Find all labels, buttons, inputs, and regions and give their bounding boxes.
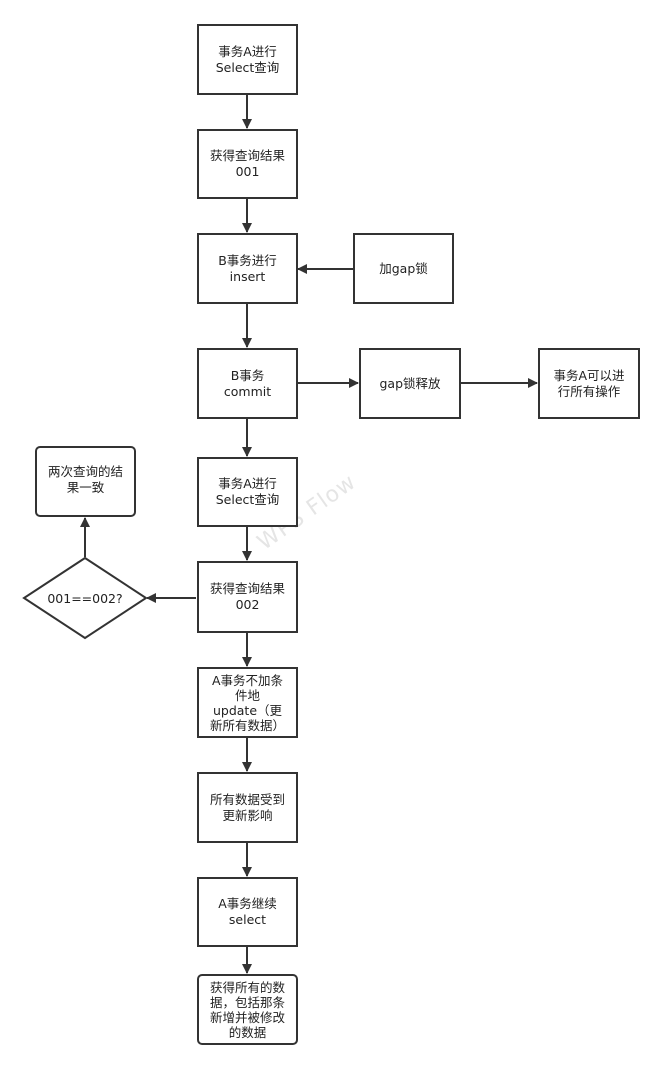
node-all-data-result: 获得所有的数 据，包括那条 新增并被修改 的数据: [197, 974, 298, 1045]
node-b-insert: B事务进行 insert: [197, 233, 298, 304]
node-select-query-1: 事务A进行 Select查询: [197, 24, 298, 95]
decision-label: 001==002?: [47, 590, 123, 606]
node-query-result-001: 获得查询结果 001: [197, 129, 298, 199]
node-a-all-operations: 事务A可以进 行所有操作: [538, 348, 640, 419]
node-a-continue-select: A事务继续 select: [197, 877, 298, 947]
node-add-gap-lock: 加gap锁: [353, 233, 454, 304]
node-select-query-2: 事务A进行 Select查询: [197, 457, 298, 527]
node-gap-lock-release: gap锁释放: [359, 348, 461, 419]
decision-diamond: [22, 556, 148, 640]
node-results-consistent: 两次查询的结 果一致: [35, 446, 136, 517]
node-b-commit: B事务 commit: [197, 348, 298, 419]
node-query-result-002: 获得查询结果 002: [197, 561, 298, 633]
node-a-update-all: A事务不加条 件地 update（更 新所有数据）: [197, 667, 298, 738]
node-all-data-affected: 所有数据受到 更新影响: [197, 772, 298, 843]
